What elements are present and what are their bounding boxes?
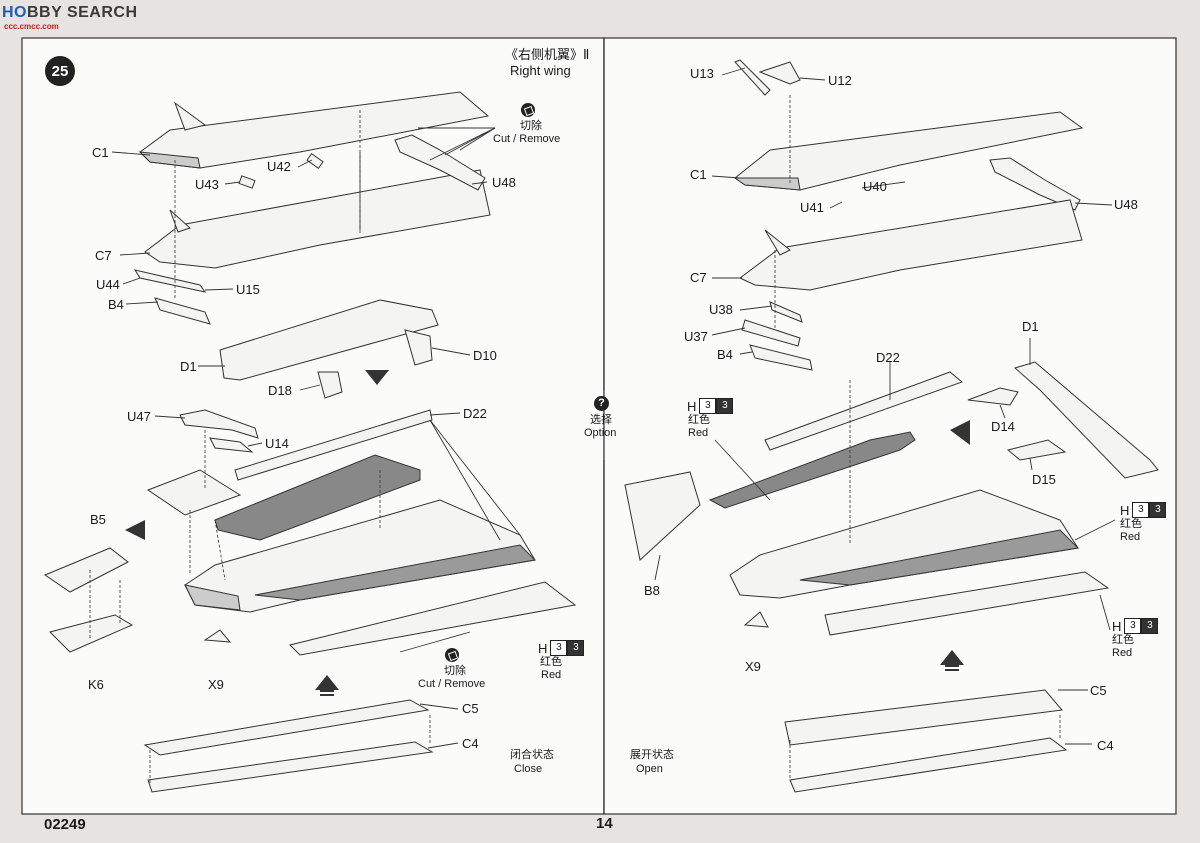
part-label-u44: U44 [96, 277, 120, 292]
part-label-u38: U38 [709, 302, 733, 317]
part-label-c7: C7 [95, 248, 112, 263]
paint-left-cn: 红色 [540, 656, 562, 668]
left-slat [289, 581, 577, 656]
part-label-u14: U14 [265, 436, 289, 451]
part-label-u48-right: U48 [1114, 197, 1138, 212]
part-label-u41: U41 [800, 200, 824, 215]
part-label-c5-right: C5 [1090, 683, 1107, 698]
part-label-k6: K6 [88, 677, 104, 692]
close-label-en: Close [514, 763, 543, 775]
close-label-cn: 闭合状态 [510, 749, 554, 761]
part-label-d22: D22 [463, 406, 487, 421]
left-flap-dark [214, 454, 421, 541]
step-number-badge: 25 [45, 56, 75, 86]
open-label-cn: 展开状态 [630, 749, 674, 761]
part-label-b8: B8 [644, 583, 660, 598]
part-label-x9: X9 [208, 677, 224, 692]
right-flap-d1 [1013, 361, 1159, 479]
part-label-u37: U37 [684, 329, 708, 344]
paint-r2-en: Red [1120, 531, 1141, 543]
paint-left-en: Red [541, 669, 562, 681]
right-side-arrow [950, 420, 970, 445]
left-up-arrow [315, 675, 339, 690]
footer-product-code: 02249 [44, 816, 86, 833]
part-label-d1-right: D1 [1022, 319, 1039, 334]
part-label-u43: U43 [195, 177, 219, 192]
right-wing-lower-c7 [739, 199, 1083, 291]
right-up-arrow [940, 650, 964, 665]
left-part-k6 [49, 614, 134, 653]
right-c5 [784, 689, 1063, 746]
left-strip-d22 [234, 409, 433, 481]
part-label-b5: B5 [90, 512, 106, 527]
open-label-en: Open [636, 763, 663, 775]
footer-page-number: 14 [596, 815, 613, 832]
watermark-logo: HOBBY SEARCH [2, 4, 138, 21]
part-label-c1: C1 [92, 145, 109, 160]
part-label-u40: U40 [863, 179, 887, 194]
part-label-u15: U15 [236, 282, 260, 297]
left-side-arrow [125, 520, 145, 540]
watermark-url: ccc.cmcc.com [4, 22, 59, 31]
part-label-u47: U47 [127, 409, 151, 424]
left-part-b4 [154, 297, 211, 325]
part-label-c4-right: C4 [1097, 738, 1114, 753]
part-label-u48: U48 [492, 175, 516, 190]
left-flap-d1 [219, 299, 439, 381]
part-label-u42: U42 [267, 159, 291, 174]
part-label-u12: U12 [828, 73, 852, 88]
part-label-c1-right: C1 [690, 167, 707, 182]
right-strip-d22 [764, 371, 963, 451]
part-label-c5: C5 [462, 701, 479, 716]
option-label-en: Option [584, 427, 617, 439]
cut-icon [521, 103, 535, 117]
option-label-cn: 选择 [590, 414, 612, 426]
right-slat [824, 571, 1110, 636]
part-label-d15: D15 [1032, 472, 1056, 487]
right-part-b4 [749, 344, 813, 371]
cut2-label-cn: 切除 [444, 665, 466, 677]
cut-label-en: Cut / Remove [493, 133, 561, 145]
part-label-d14: D14 [991, 419, 1015, 434]
left-panel-frame [21, 37, 605, 815]
left-part-b5 [43, 547, 129, 593]
left-title-cn: 《右侧机翼》Ⅱ [505, 47, 590, 62]
part-label-d22-right: D22 [876, 350, 900, 365]
left-down-arrow [365, 370, 389, 385]
paint-r1-cn: 红色 [688, 414, 710, 426]
left-title-en: Right wing [510, 63, 571, 78]
left-wing-lower-c7 [144, 169, 491, 269]
part-label-u13: U13 [690, 66, 714, 81]
left-c5 [143, 699, 430, 756]
part-label-d18: D18 [268, 383, 292, 398]
part-label-c7-right: C7 [690, 270, 707, 285]
paint-r2-cn: 红色 [1120, 518, 1142, 530]
left-part-u48 [394, 134, 486, 191]
option-icon: ? [594, 396, 609, 411]
right-part-b8 [624, 471, 701, 561]
cut-label-cn: 切除 [520, 120, 542, 132]
paint-r1-en: Red [688, 427, 709, 439]
part-label-b4-right: B4 [717, 347, 733, 362]
paint-r3-en: Red [1112, 647, 1133, 659]
part-label-d10: D10 [473, 348, 497, 363]
part-label-d1: D1 [180, 359, 197, 374]
cut2-label-en: Cut / Remove [418, 678, 486, 690]
part-label-b4: B4 [108, 297, 124, 312]
part-label-x9-right: X9 [745, 659, 761, 674]
left-c4 [147, 741, 434, 793]
paint-r3-cn: 红色 [1112, 634, 1134, 646]
cut-icon [445, 648, 459, 662]
right-c4 [789, 737, 1068, 793]
part-label-c4: C4 [462, 736, 479, 751]
